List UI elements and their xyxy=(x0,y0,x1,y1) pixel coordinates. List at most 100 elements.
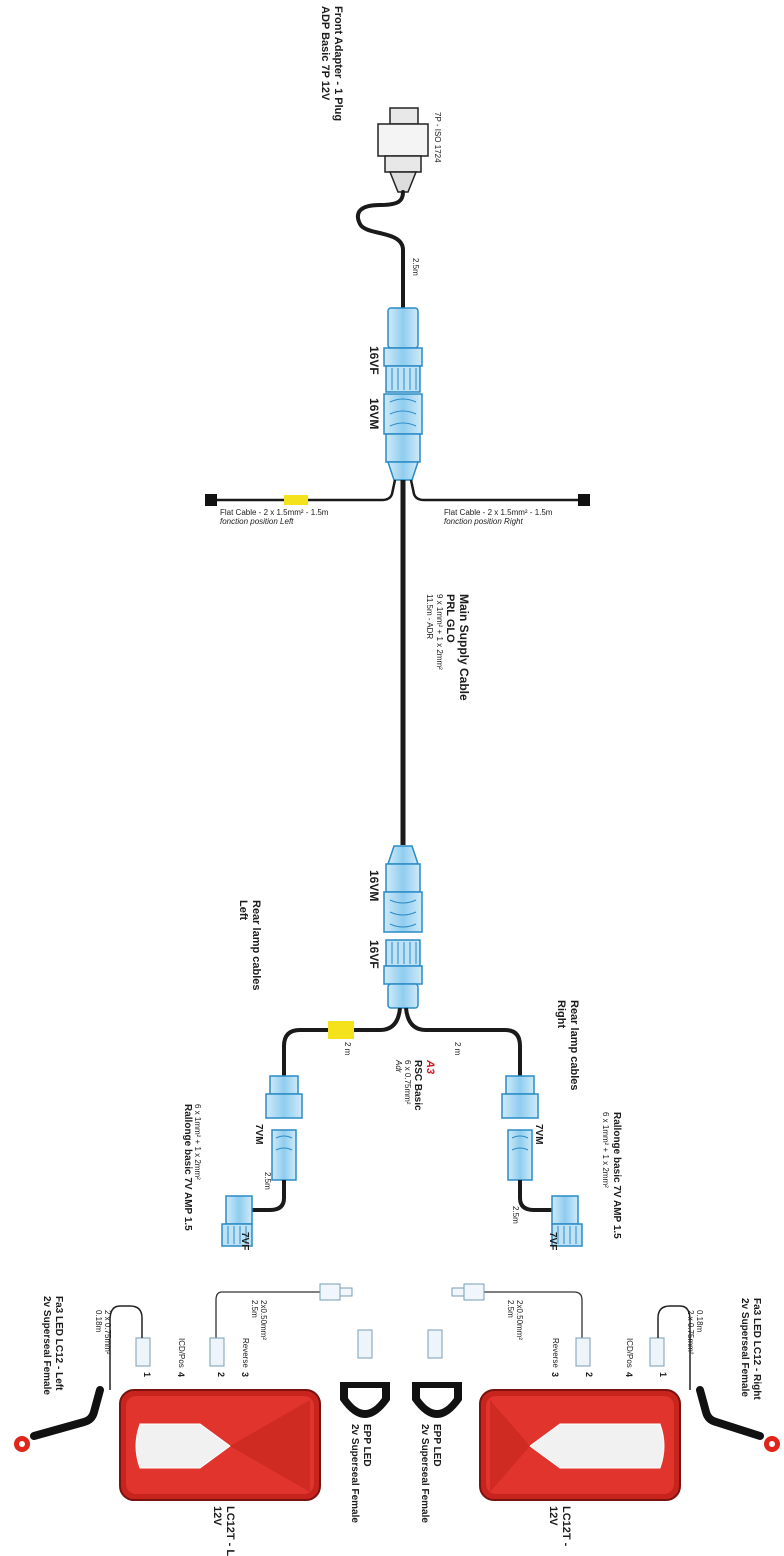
rsc-note: Adr xyxy=(393,1060,403,1073)
flat-cable-left xyxy=(205,479,397,506)
superseal-connectors xyxy=(135,1329,665,1367)
marker-right-cable-spec: 2 x 0.75mm² xyxy=(685,1310,695,1355)
marker-lamp-left-label: Fa3 LED LC12 - Left 2v Superseal Female xyxy=(41,1296,65,1395)
main-cable-subtitle: PRL GLO xyxy=(444,594,457,643)
plate-lamp-left-title: EPP LED xyxy=(361,1424,372,1467)
reverse-right-cable-spec: 2x0.50mm² xyxy=(515,1300,524,1341)
label-7vm-left: 7VM xyxy=(253,1124,264,1145)
rallonge-right-label: Rallonge basic 7V AMP 1.5 6 x 1mm² + 1 x… xyxy=(601,1112,623,1239)
rsc-name: RSC Basic xyxy=(412,1060,424,1111)
rallonge-cable-right xyxy=(518,1180,552,1212)
plate-lamp-left-label: EPP LED 2v Superseal Female xyxy=(349,1424,373,1523)
reverse-right-cable: 2x0.50mm² 2.5m xyxy=(506,1300,524,1340)
reverse-right: Reverse xyxy=(551,1338,560,1368)
flat-cable-left-title-h: Flat Cable - 2 x 1.5mm² - 1.5m xyxy=(220,508,329,517)
tail-lamp-right xyxy=(479,1389,681,1501)
rear-lamp-right-title: Rear lamp cables xyxy=(568,1000,580,1091)
reverse-left-cable-length: 2.5m xyxy=(249,1300,259,1318)
tail-lamp-right-title: LC12T - xyxy=(560,1506,572,1547)
reverse-left-cable-spec: 2x0.50mm² xyxy=(259,1300,268,1341)
flat-cable-right-title: Flat Cable - 2 x 1.5mm² - 1.5m xyxy=(444,508,553,517)
rallonge-left-label: 6 x 1mm² + 1 x 2mm² Rallonge basic 7V AM… xyxy=(181,1104,202,1231)
connector-16vm-top xyxy=(383,393,423,481)
flat-cable-left-note-h: fonction position Left xyxy=(220,517,294,527)
marker-lamp-left-title: Fa3 LED LC12 - Left xyxy=(53,1296,64,1391)
rear-lamp-right-label: Rear lamp cables Right xyxy=(555,1000,580,1091)
main-cable-spec: 9 x 1mm² + 1 x 2mm² xyxy=(434,594,444,670)
connector-7vm-left xyxy=(265,1075,303,1181)
reverse-wiring-right xyxy=(451,1283,583,1338)
icd-pos-left: ICD/Pos xyxy=(177,1338,186,1368)
plate-lamp-right-connector: 2v Superseal Female xyxy=(419,1424,431,1523)
marker-wire-left xyxy=(109,1305,143,1390)
iso-7p-plug xyxy=(377,107,429,193)
flat-cable-right-note: fonction position Right xyxy=(444,517,523,527)
marker-left-cable-spec: 2 x 0.75mm² xyxy=(103,1310,112,1355)
flat-cable-right xyxy=(409,479,590,506)
plug-label: 7P - ISO 1724 xyxy=(433,112,442,163)
tail-lamp-left-title: LC12T - L xyxy=(224,1506,236,1556)
rear-lamp-right-side: Right xyxy=(555,1000,568,1029)
label-7vm-right: 7VM xyxy=(533,1124,544,1145)
tail-lamp-right-voltage: 12V xyxy=(547,1506,560,1526)
rear-lamp-cable-left xyxy=(282,1007,402,1076)
front-adapter-cable xyxy=(355,190,405,310)
marker-lamp-right-connector: 2v Superseal Female xyxy=(739,1298,751,1397)
tail-lamp-right-label: LC12T - 12V xyxy=(547,1506,572,1546)
rear-left-length: 2 m xyxy=(343,1042,352,1056)
rallonge-right-spec: 6 x 1mm² + 1 x 2mm² xyxy=(601,1112,611,1188)
marker-lamp-right xyxy=(696,1386,782,1454)
rsc-spec: 6 x 0.75mm² xyxy=(402,1060,412,1105)
rallonge-left-length: 2.5m xyxy=(263,1172,272,1190)
rsc-badge: A3 xyxy=(424,1060,436,1075)
flat-cable-left-text: Flat Cable - 2 x 1.5mm² - 1.5m fonction … xyxy=(220,508,328,526)
tail-lamp-left-voltage: 12V xyxy=(211,1506,224,1526)
connector-7vf-left xyxy=(221,1195,253,1247)
icd-pos-right: ICD/Pos xyxy=(625,1338,634,1368)
marker-lamp-right-title: Fa3 LED LC12 - Right xyxy=(751,1298,762,1400)
plate-lamp-left xyxy=(340,1382,390,1418)
connector-7vf-right xyxy=(551,1195,583,1247)
front-adapter-title: Front Adapter - 1 Plug xyxy=(332,6,344,122)
marker-lamp-left-connector: 2v Superseal Female xyxy=(41,1296,53,1395)
rear-right-length: 2 m xyxy=(453,1042,462,1056)
reverse-left: Reverse xyxy=(241,1338,250,1368)
flat-cable-right-text: Flat Cable - 2 x 1.5mm² - 1.5m fonction … xyxy=(444,508,552,526)
pin-2-left: 2 xyxy=(216,1372,226,1378)
label-7vf-left: 7VF xyxy=(239,1232,250,1251)
reverse-right-cable-length: 2.5m xyxy=(505,1300,515,1318)
front-adapter-label: Front Adapter - 1 Plug ADP Basic 7P 12V xyxy=(319,6,344,121)
marker-right-cable-length: 0.18m xyxy=(695,1310,704,1333)
plate-lamp-right xyxy=(412,1382,462,1418)
rallonge-cable-left xyxy=(250,1180,286,1212)
rallonge-left-title: Rallonge basic 7V AMP 1.5 xyxy=(181,1104,193,1231)
yellow-flag-left xyxy=(328,1021,354,1039)
front-adapter-subtitle: ADP Basic 7P 12V xyxy=(319,6,332,101)
connector-16vf-top xyxy=(383,307,423,393)
marker-left-cable: 2 x 0.75mm² 0.18m xyxy=(94,1310,112,1354)
main-cable-title: Main Supply Cable xyxy=(457,594,471,701)
rear-lamp-left-side: Left xyxy=(237,900,250,921)
pin-1-left: 1 xyxy=(142,1372,152,1378)
marker-left-cable-length: 0.18m xyxy=(93,1310,103,1333)
plate-lamp-right-label: EPP LED 2v Superseal Female xyxy=(419,1424,443,1523)
rear-lamp-cable-right xyxy=(404,1007,522,1076)
rallonge-right-length: 2.5m xyxy=(511,1206,520,1224)
rear-lamp-left-label: Rear lamp cables Left xyxy=(237,900,262,991)
marker-wire-right xyxy=(657,1305,691,1390)
rallonge-right-title: Rallonge basic 7V AMP 1.5 xyxy=(611,1112,622,1239)
marker-lamp-left xyxy=(12,1386,104,1454)
tail-lamp-left xyxy=(119,1389,321,1501)
label-16vm-bottom: 16VM xyxy=(367,870,381,902)
rallonge-left-spec: 6 x 1mm² + 1 x 2mm² xyxy=(193,1104,202,1180)
pin-4-left: 4 xyxy=(176,1372,186,1378)
label-16vf-top: 16VF xyxy=(367,346,381,375)
reverse-wiring-left xyxy=(215,1283,353,1338)
marker-right-cable: 0.18m 2 x 0.75mm² xyxy=(686,1310,704,1354)
pin-3-left: 3 xyxy=(240,1372,250,1378)
pin-4-right: 4 xyxy=(624,1372,634,1378)
pin-2-right: 2 xyxy=(584,1372,594,1378)
label-7vf-right: 7VF xyxy=(547,1232,558,1251)
plate-lamp-right-title: EPP LED xyxy=(431,1424,442,1467)
